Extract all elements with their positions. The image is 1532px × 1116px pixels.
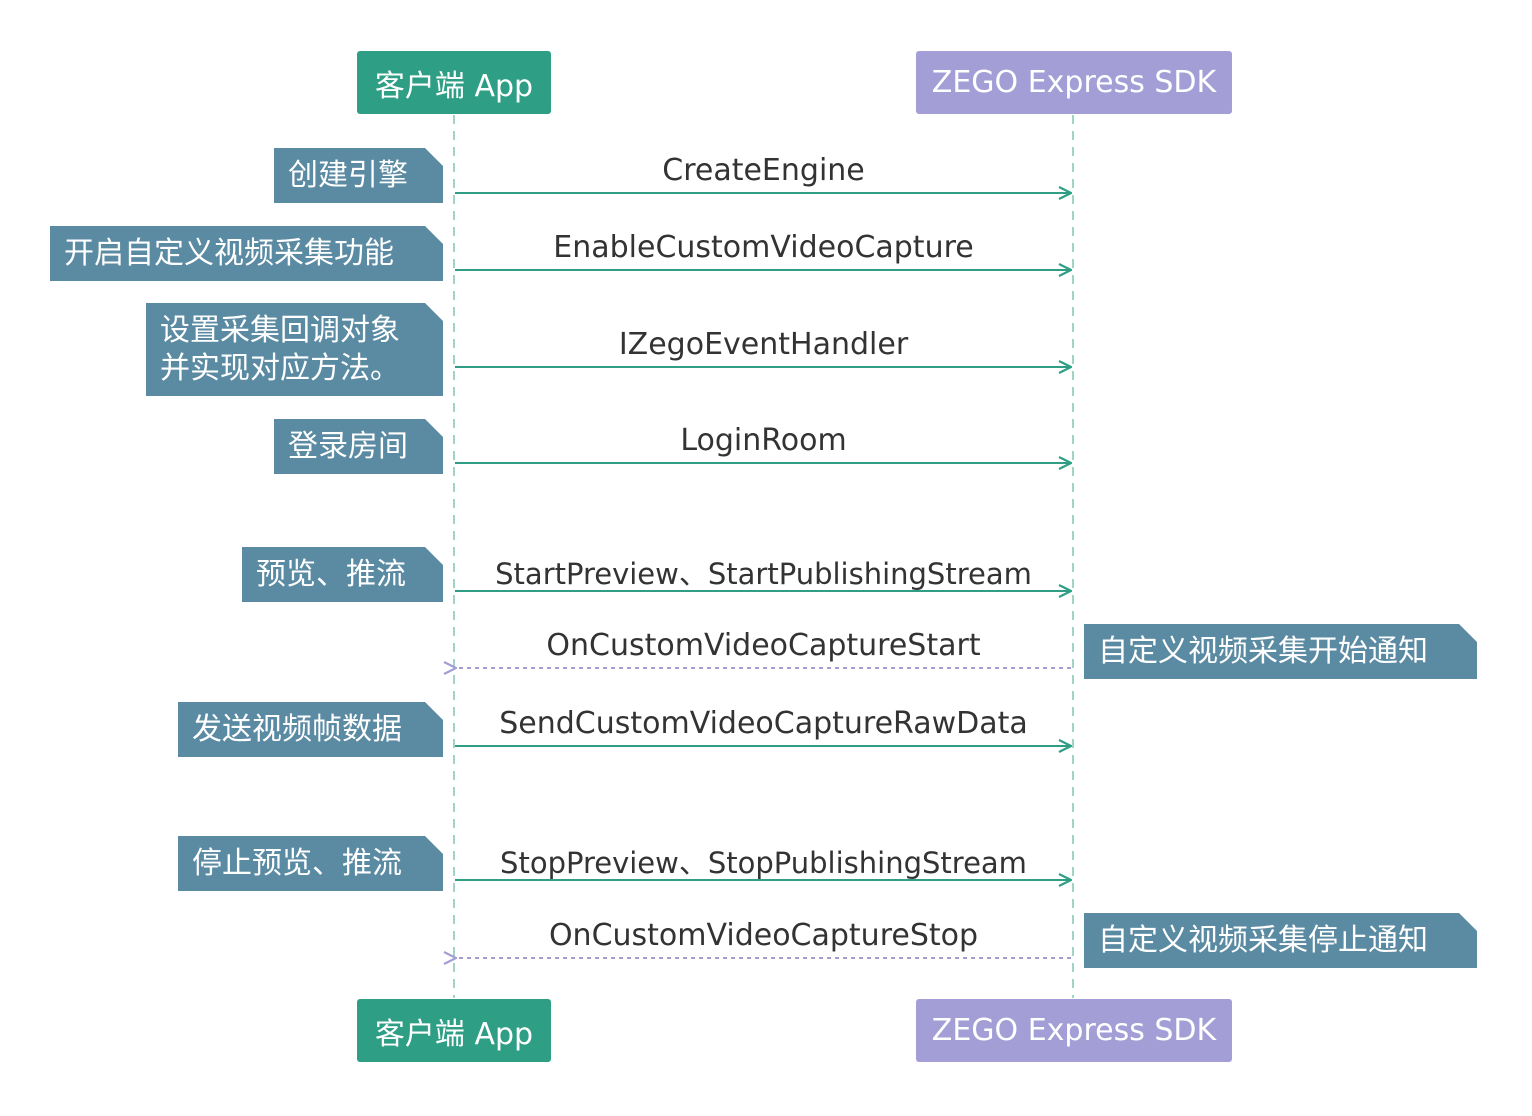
note-send-frame: 发送视频帧数据 — [178, 702, 443, 757]
message-label: StartPreview、StartPublishingStream — [495, 557, 1032, 591]
message-label: IZegoEventHandler — [618, 327, 909, 362]
note-create-engine: 创建引擎 — [274, 148, 443, 203]
sdk-footer: ZEGO Express SDK — [916, 999, 1232, 1062]
message-label: StopPreview、StopPublishingStream — [500, 846, 1027, 880]
message-label: OnCustomVideoCaptureStart — [546, 628, 981, 663]
note-stop-preview: 停止预览、推流 — [178, 836, 443, 891]
note-capture-start: 自定义视频采集开始通知 — [1084, 624, 1477, 679]
client-app-header: 客户端 App — [357, 51, 551, 114]
note-line: 设置采集回调对象 — [160, 312, 400, 348]
message-label: SendCustomVideoCaptureRawData — [499, 706, 1028, 741]
note-line: 并实现对应方法。 — [160, 350, 400, 386]
note-login-room: 登录房间 — [274, 419, 443, 474]
note-capture-stop: 自定义视频采集停止通知 — [1084, 913, 1477, 968]
client-app-footer: 客户端 App — [357, 999, 551, 1062]
message-label: LoginRoom — [680, 423, 847, 458]
message-label: CreateEngine — [662, 153, 865, 188]
note-preview-publish: 预览、推流 — [242, 547, 443, 602]
message-label: OnCustomVideoCaptureStop — [548, 918, 979, 953]
note-set-callback: 设置采集回调对象 并实现对应方法。 — [146, 303, 443, 396]
message-label: EnableCustomVideoCapture — [553, 230, 974, 265]
note-enable-capture: 开启自定义视频采集功能 — [50, 226, 443, 281]
sdk-header: ZEGO Express SDK — [916, 51, 1232, 114]
